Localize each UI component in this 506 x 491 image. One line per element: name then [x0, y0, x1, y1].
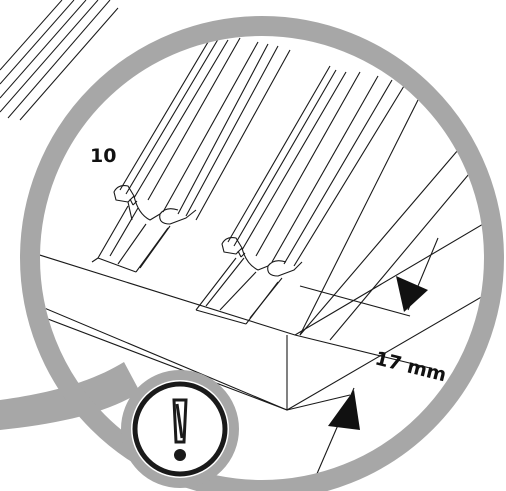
warning-badge: [121, 370, 239, 488]
glazing-strip-left: [91, 36, 291, 273]
thickness-label: 17 mm: [373, 348, 449, 387]
glazing-strip-right: [195, 65, 405, 325]
dimension-arrow-bottom: [328, 390, 360, 430]
dimension-arrow-top: [396, 276, 428, 312]
part-number-label: 10: [90, 145, 116, 167]
source-board-hatching: [0, 0, 119, 121]
exclamation-icon: [172, 398, 188, 461]
magnified-detail: [40, 36, 484, 477]
callout-ring: [20, 16, 504, 491]
